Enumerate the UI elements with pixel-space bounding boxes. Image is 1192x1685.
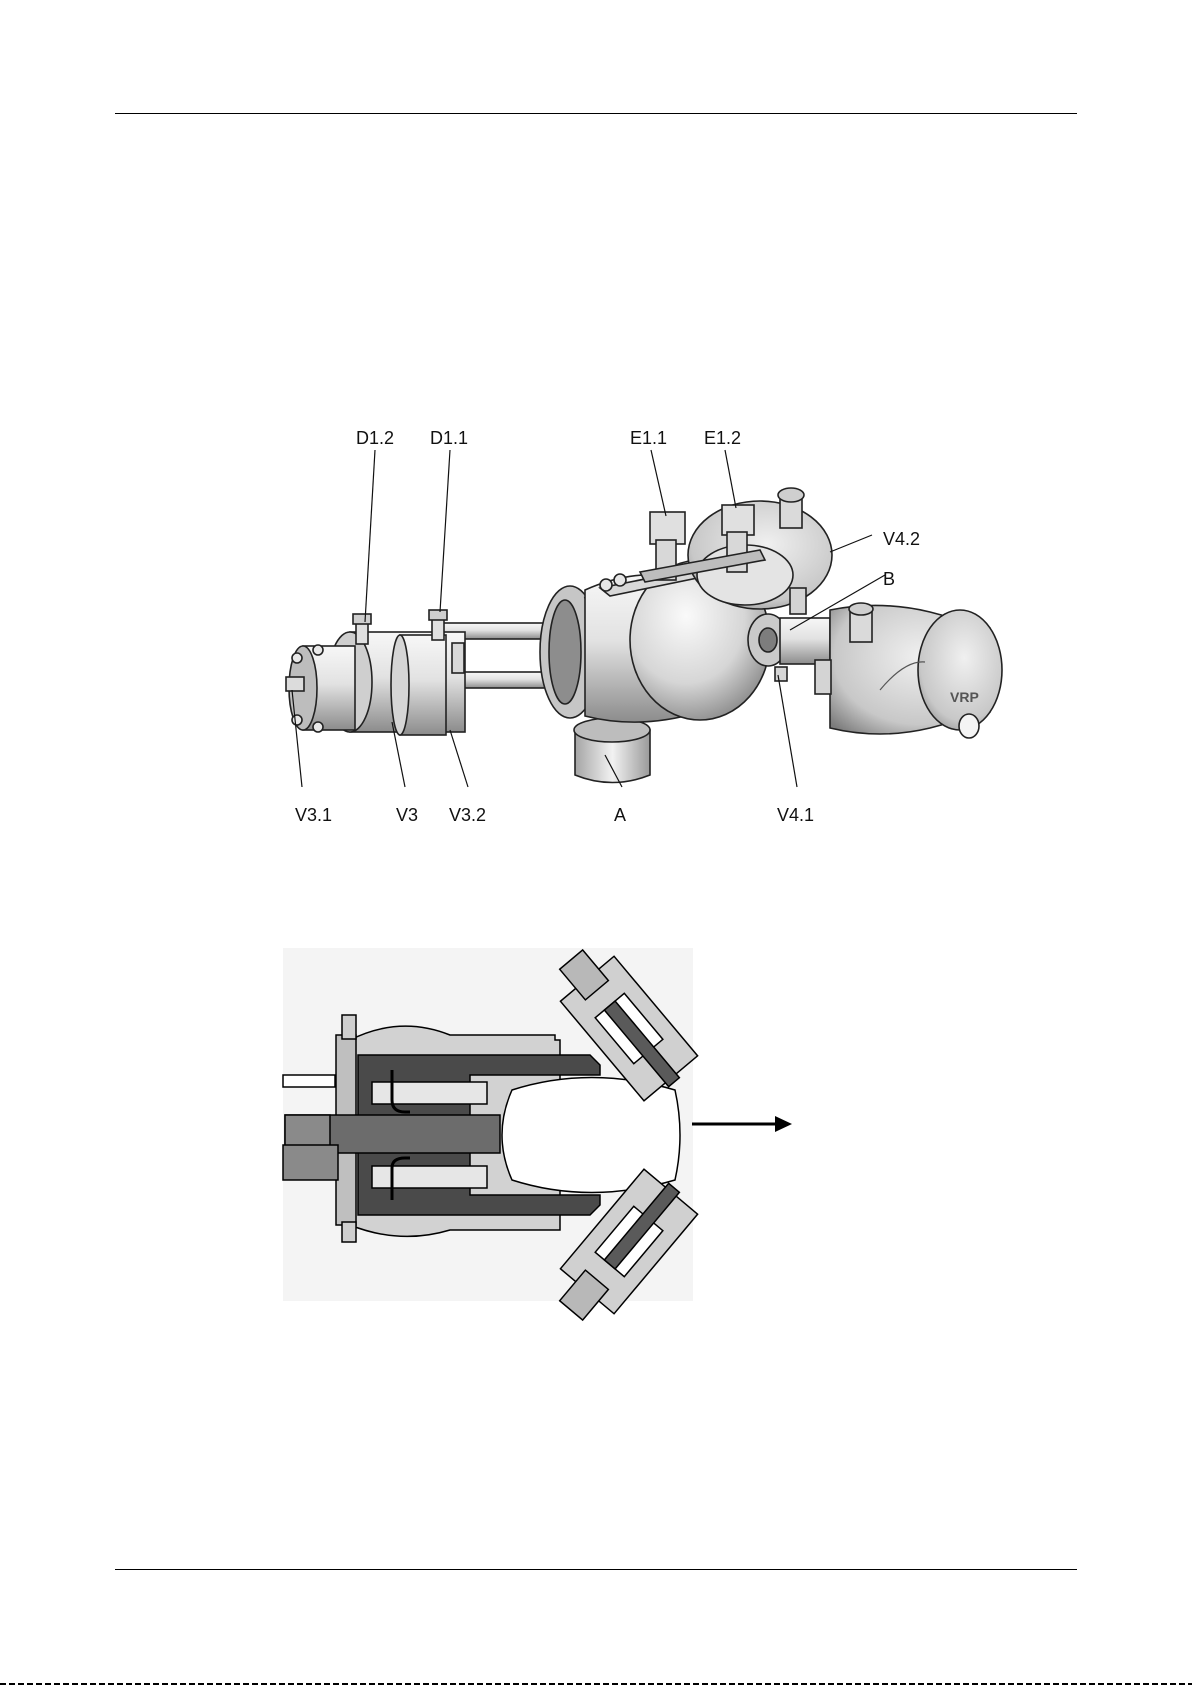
flow-arrow-icon <box>692 1116 792 1132</box>
